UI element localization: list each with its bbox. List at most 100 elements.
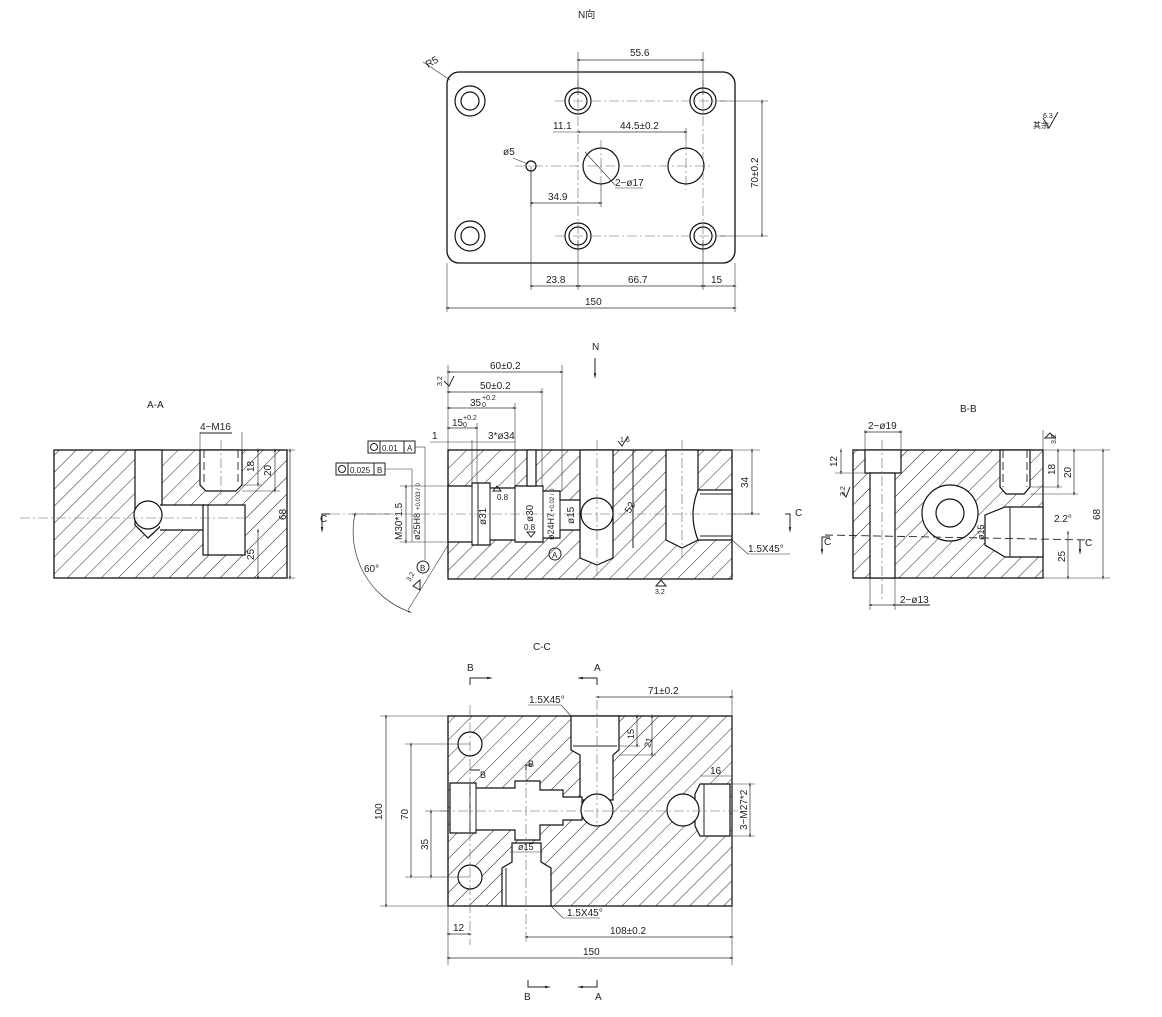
svg-text:1.6: 1.6 — [620, 437, 630, 444]
svg-text:ø15: ø15 — [518, 842, 534, 852]
svg-text:+0.033 / 0: +0.033 / 0 — [416, 482, 422, 510]
concentricity-icon — [370, 443, 378, 451]
svg-text:ø15: ø15 — [976, 524, 986, 540]
svg-text:50±0.2: 50±0.2 — [480, 381, 511, 392]
svg-text:0.8: 0.8 — [497, 493, 509, 502]
svg-text:+0.02 / 0: +0.02 / 0 — [550, 488, 556, 512]
svg-text:25: 25 — [1057, 550, 1068, 562]
svg-text:1.5X45°: 1.5X45° — [529, 695, 565, 706]
svg-text:ø31: ø31 — [478, 507, 489, 525]
dim-15: 15 — [711, 275, 723, 286]
svg-text:18: 18 — [1047, 463, 1058, 475]
svg-text:C: C — [320, 514, 327, 525]
svg-text:3−M27*2: 3−M27*2 — [739, 789, 750, 830]
svg-text:C: C — [795, 508, 802, 519]
cut-arrow-left-icon — [820, 536, 830, 555]
tolerance-frame-concentricity-b: 0.025 B — [335, 462, 386, 476]
svg-text:60±0.2: 60±0.2 — [490, 361, 521, 372]
section-b-b: B-B 2−ø19 2−ø13 12 18 20 68 25 2.2° ø15 — [820, 404, 1110, 610]
svg-text:68: 68 — [1092, 508, 1103, 520]
dim-23-8: 23.8 — [546, 275, 566, 286]
svg-text:C: C — [824, 537, 831, 548]
svg-text:3.2: 3.2 — [406, 571, 417, 583]
roughness-symbol-icon — [1042, 111, 1059, 129]
section-a-a-title: A-A — [147, 400, 164, 411]
cut-marker-b-bottom-icon — [527, 980, 551, 989]
roughness-note: 其余 6.3 — [1033, 111, 1059, 130]
svg-text:A: A — [595, 992, 602, 1003]
section-a-a: A-A 4−M16 18 20 68 25 — [20, 400, 295, 581]
svg-text:0.01: 0.01 — [382, 444, 398, 453]
cutting-plane-c — [824, 534, 1091, 541]
svg-text:0: 0 — [482, 402, 486, 409]
section-c-c: C-C B A B A — [374, 642, 755, 1003]
svg-text:15: 15 — [452, 418, 464, 429]
svg-text:B: B — [480, 770, 486, 780]
counterbored-holes — [454, 85, 486, 252]
svg-text:60°: 60° — [364, 564, 379, 575]
cut-arrow-left-icon — [320, 513, 330, 533]
center-lines — [515, 80, 725, 255]
dim-34-9: 34.9 — [548, 192, 568, 203]
svg-text:35: 35 — [470, 398, 482, 409]
top-view-title: N向 — [578, 8, 595, 21]
cut-marker-a-bottom-icon — [577, 980, 598, 989]
svg-text:B: B — [377, 466, 382, 475]
svg-text:68: 68 — [278, 508, 289, 520]
svg-text:35: 35 — [420, 838, 431, 850]
svg-text:100: 100 — [374, 803, 385, 820]
view-arrow-n: N — [592, 342, 599, 353]
top-view: N向 — [422, 8, 768, 312]
svg-text:3.2: 3.2 — [655, 589, 665, 596]
svg-text:3*ø34: 3*ø34 — [488, 431, 515, 442]
dim-11-1: 11.1 — [553, 121, 572, 132]
svg-text:0.025: 0.025 — [350, 466, 371, 475]
top-view-outline — [446, 71, 736, 264]
svg-text:2.2°: 2.2° — [1054, 514, 1072, 525]
svg-text:3.2: 3.2 — [840, 486, 847, 496]
section-c-c-title: C-C — [533, 642, 551, 653]
svg-text:2−ø19: 2−ø19 — [868, 421, 897, 432]
concentricity-icon — [338, 465, 346, 473]
radius-label: R5 — [424, 54, 441, 70]
svg-text:A: A — [407, 444, 413, 453]
svg-text:20: 20 — [263, 464, 274, 476]
thread-m16-label: 4−M16 — [200, 422, 231, 433]
svg-text:C: C — [1085, 538, 1092, 549]
svg-text:B: B — [528, 759, 534, 769]
svg-text:ø25H8: ø25H8 — [412, 513, 422, 540]
svg-text:ø15: ø15 — [566, 506, 577, 524]
svg-text:1: 1 — [432, 431, 438, 442]
svg-text:12: 12 — [453, 923, 465, 934]
cut-arrow-right-icon — [785, 513, 792, 533]
svg-text:15: 15 — [626, 729, 636, 739]
svg-text:+0.2: +0.2 — [463, 415, 477, 422]
svg-text:0: 0 — [463, 422, 467, 429]
svg-text:16: 16 — [710, 766, 722, 777]
svg-text:150: 150 — [583, 947, 600, 958]
dim-150: 150 — [585, 297, 602, 308]
svg-text:3.2: 3.2 — [1051, 434, 1058, 444]
svg-text:2−ø13: 2−ø13 — [900, 595, 929, 606]
svg-text:1.5X45°: 1.5X45° — [748, 544, 784, 555]
tolerance-frame-concentricity-a: 0.01 A — [367, 440, 416, 454]
section-b-b-title: B-B — [960, 404, 977, 415]
dim-70: 70±0.2 — [750, 157, 761, 188]
svg-text:3.2: 3.2 — [437, 376, 444, 386]
svg-text:34: 34 — [740, 476, 751, 488]
svg-text:0.8: 0.8 — [524, 523, 536, 532]
svg-text:其余: 其余 — [1033, 120, 1049, 130]
svg-text:25: 25 — [246, 548, 257, 560]
hole-17-label: 2−ø17 — [615, 178, 644, 189]
svg-text:52: 52 — [623, 500, 638, 516]
svg-text:6.3: 6.3 — [1043, 113, 1053, 120]
small-holes — [525, 87, 717, 250]
svg-text:+0.2: +0.2 — [482, 395, 496, 402]
svg-text:ø30: ø30 — [525, 504, 536, 522]
main-section: N — [320, 342, 802, 613]
svg-text:18: 18 — [246, 460, 257, 472]
cut-marker-b-top-icon — [469, 676, 493, 685]
dim-55-6: 55.6 — [630, 48, 650, 59]
svg-text:20: 20 — [1063, 466, 1074, 478]
